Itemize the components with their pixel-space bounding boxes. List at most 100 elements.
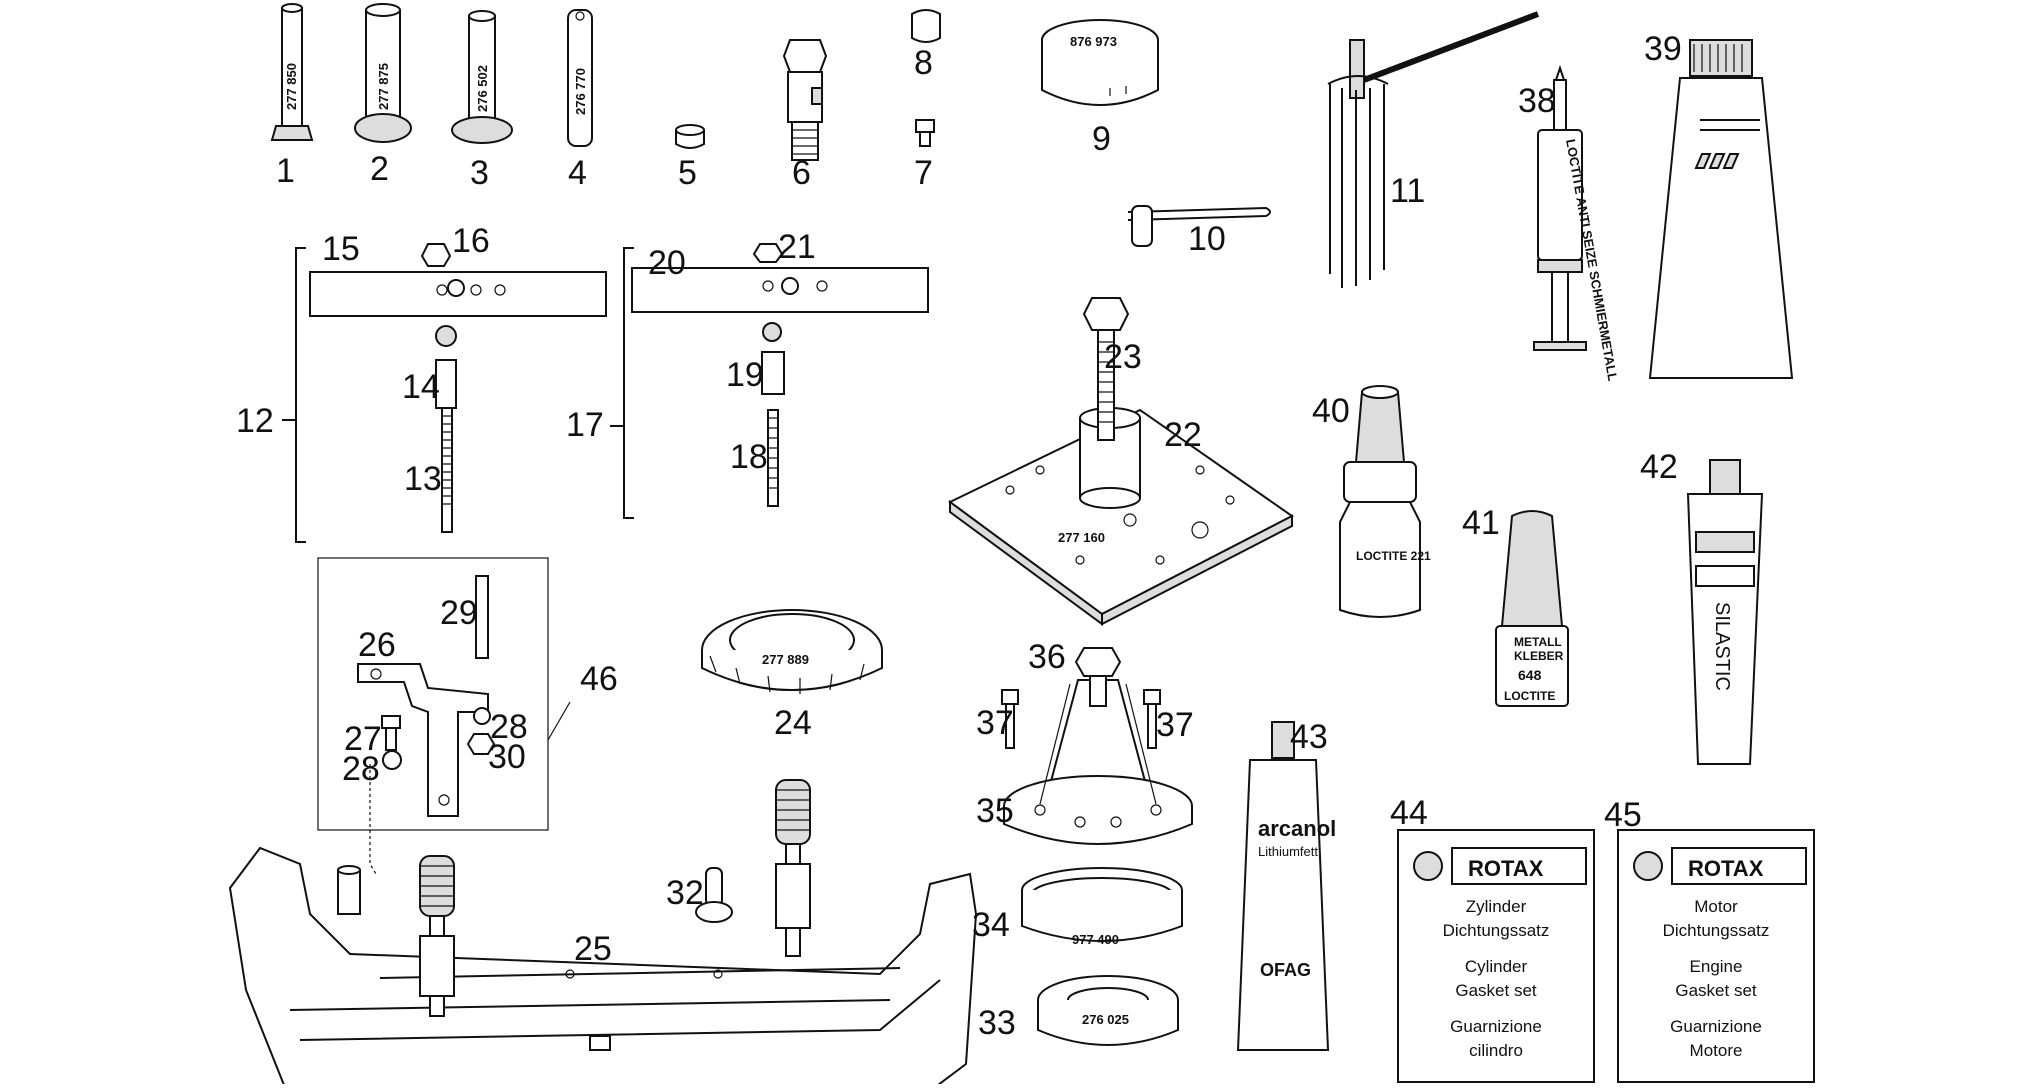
callout: 34 bbox=[972, 906, 1010, 944]
tube-43-logo: OFAG bbox=[1260, 960, 1311, 980]
callout: 19 bbox=[726, 356, 764, 394]
part-code-2: 277 875 bbox=[376, 63, 391, 110]
callout: 32 bbox=[666, 874, 704, 912]
callout: 16 bbox=[452, 222, 490, 260]
part-10-tool bbox=[1127, 205, 1271, 247]
callout: 5 bbox=[678, 154, 697, 192]
tube-43-sub: Lithiumfett bbox=[1258, 844, 1318, 859]
bottle-41-l3: 648 bbox=[1518, 667, 1542, 683]
callout: 33 bbox=[978, 1004, 1016, 1042]
bottle-41-l4: LOCTITE bbox=[1504, 689, 1555, 703]
part-37-screw-left bbox=[1001, 689, 1019, 749]
callout: 43 bbox=[1290, 718, 1328, 756]
tube-43-brand: arcanol bbox=[1258, 816, 1336, 841]
card-45-line-1: Motor bbox=[1694, 897, 1738, 916]
callout: 28 bbox=[490, 708, 528, 746]
card-44-line-1: Zylinder bbox=[1466, 897, 1527, 916]
callout: 37 bbox=[1156, 706, 1194, 744]
part-42-tube: SILASTIC bbox=[1686, 459, 1764, 765]
part-code-4: 276 770 bbox=[573, 68, 588, 115]
card-45-line-3: Engine bbox=[1690, 957, 1743, 976]
part-code-3: 276 502 bbox=[475, 65, 490, 112]
part-39-tube bbox=[1648, 39, 1794, 379]
callout: 22 bbox=[1164, 416, 1202, 454]
callout: 38 bbox=[1518, 82, 1556, 120]
card-44-line-2: Dichtungssatz bbox=[1443, 921, 1550, 940]
part-3-drift: 276 502 bbox=[451, 10, 513, 144]
part-4-drift: 276 770 bbox=[567, 9, 593, 147]
card-44-line-3: Cylinder bbox=[1465, 957, 1528, 976]
part-6-puller bbox=[782, 39, 828, 161]
callout: 15 bbox=[322, 230, 360, 268]
callout: 39 bbox=[1644, 30, 1682, 68]
callout: 7 bbox=[914, 154, 933, 192]
part-code-1: 277 850 bbox=[284, 63, 299, 110]
bottle-41-l1: METALL bbox=[1514, 635, 1562, 649]
callout: 29 bbox=[440, 594, 478, 632]
part-8-cap bbox=[911, 9, 941, 43]
callout: 4 bbox=[568, 154, 587, 192]
callout: 30 bbox=[488, 738, 526, 776]
part-code-22: 277 160 bbox=[1058, 530, 1105, 545]
callout: 1 bbox=[276, 152, 295, 190]
callout: 14 bbox=[402, 368, 440, 406]
part-35-extractor bbox=[1003, 679, 1193, 845]
callout: 35 bbox=[976, 792, 1014, 830]
callout: 36 bbox=[1028, 638, 1066, 676]
callout: 12 bbox=[236, 402, 274, 440]
callout: 17 bbox=[566, 406, 604, 444]
part-code-34: 977 490 bbox=[1072, 932, 1119, 947]
card-44-line-5: Guarnizione bbox=[1450, 1017, 1542, 1036]
callout: 8 bbox=[914, 44, 933, 82]
callout: 21 bbox=[778, 228, 816, 266]
card-45-line-2: Dichtungssatz bbox=[1663, 921, 1770, 940]
part-code-24: 277 889 bbox=[762, 652, 809, 667]
part-17-press-tool bbox=[610, 243, 929, 519]
callout: 10 bbox=[1188, 220, 1226, 258]
part-36-bolt bbox=[1074, 647, 1122, 707]
part-23-bolt bbox=[1082, 297, 1130, 441]
callout: 13 bbox=[404, 460, 442, 498]
tube-42-label: SILASTIC bbox=[1711, 602, 1733, 691]
part-37-screw-right bbox=[1143, 689, 1161, 749]
part-9-ring: 876 973 bbox=[1041, 19, 1159, 106]
callout: 42 bbox=[1640, 448, 1678, 486]
card-45-line-4: Gasket set bbox=[1675, 981, 1757, 1000]
part-code-33: 276 025 bbox=[1082, 1012, 1129, 1027]
callout: 37 bbox=[976, 704, 1014, 742]
callout: 41 bbox=[1462, 504, 1500, 542]
card-45-brand: ROTAX bbox=[1688, 856, 1764, 881]
callout: 2 bbox=[370, 150, 389, 188]
card-45-line-5: Guarnizione bbox=[1670, 1017, 1762, 1036]
part-2-drift: 277 875 bbox=[354, 3, 412, 143]
bottle-40-label: LOCTITE 221 bbox=[1356, 549, 1431, 563]
callout: 45 bbox=[1604, 796, 1642, 834]
callout: 3 bbox=[470, 154, 489, 192]
bottle-41-l2: KLEBER bbox=[1514, 649, 1564, 663]
callout: 20 bbox=[648, 244, 686, 282]
callout: 25 bbox=[574, 930, 612, 968]
callout: 18 bbox=[730, 438, 768, 476]
callout: 28 bbox=[342, 750, 380, 788]
part-1-drift: 277 850 bbox=[270, 3, 314, 141]
callout: 40 bbox=[1312, 392, 1350, 430]
part-40-bottle: LOCTITE 221 bbox=[1339, 385, 1431, 618]
callout: 11 bbox=[1390, 172, 1425, 210]
part-33-ring: 276 025 bbox=[1037, 975, 1179, 1046]
callout: 24 bbox=[774, 704, 812, 742]
part-46-box bbox=[317, 557, 571, 875]
callout: 6 bbox=[792, 154, 811, 192]
part-24-ring-nut: 277 889 bbox=[701, 609, 883, 694]
part-code-9: 876 973 bbox=[1070, 34, 1117, 49]
part-11-puller bbox=[1327, 11, 1540, 288]
part-41-bottle: METALL KLEBER 648 LOCTITE bbox=[1495, 510, 1569, 707]
callout: 23 bbox=[1104, 338, 1142, 376]
callout: 26 bbox=[358, 626, 396, 664]
part-25-fixture bbox=[228, 779, 978, 1089]
part-44-card: ROTAX Zylinder Dichtungssatz Cylinder Ga… bbox=[1397, 829, 1595, 1083]
callout: 9 bbox=[1092, 120, 1111, 158]
part-34-ring: 977 490 bbox=[1021, 867, 1183, 947]
part-32-pin bbox=[695, 867, 733, 923]
